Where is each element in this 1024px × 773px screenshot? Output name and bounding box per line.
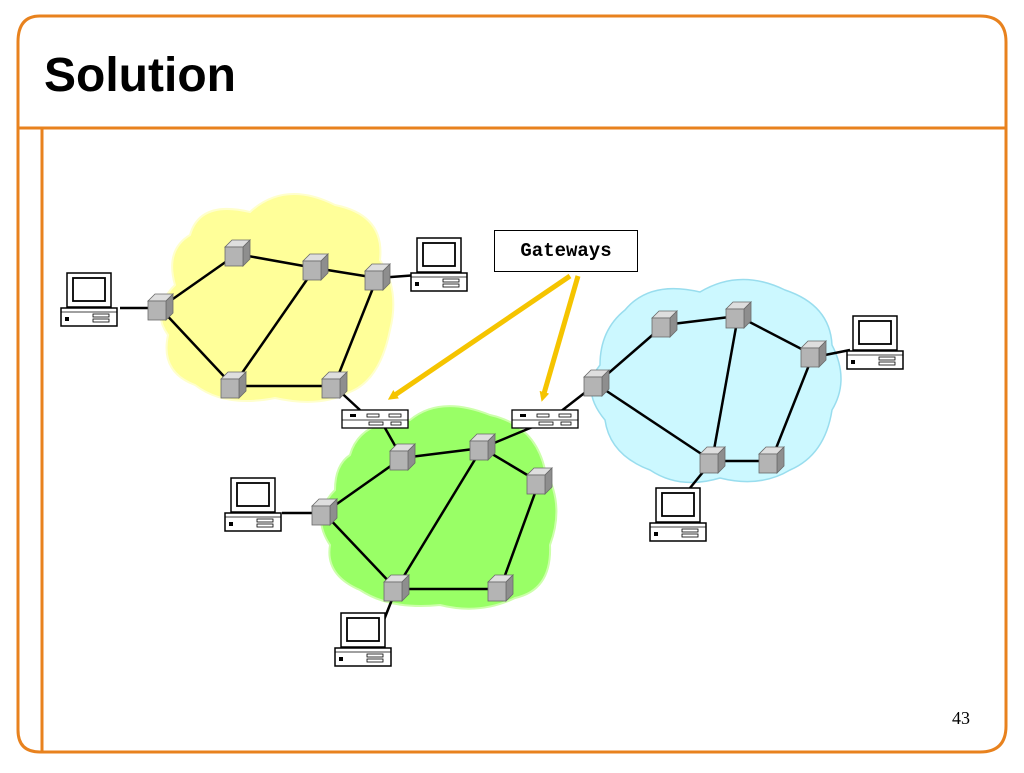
router-icon — [800, 340, 827, 368]
slide-frame — [16, 14, 1008, 754]
router-icon — [469, 433, 496, 461]
router-icon — [321, 371, 348, 399]
router-icon — [311, 498, 338, 526]
gateway-icon — [511, 409, 579, 429]
computer-icon — [410, 237, 468, 292]
computer-icon — [334, 612, 392, 667]
router-icon — [725, 301, 752, 329]
page-number: 43 — [952, 708, 970, 728]
router-icon — [758, 446, 785, 474]
router-icon — [487, 574, 514, 602]
router-icon — [302, 253, 329, 281]
router-icon — [383, 574, 410, 602]
slide-title: Solution — [44, 49, 236, 102]
computer-icon — [649, 487, 707, 542]
router-icon — [526, 467, 553, 495]
router-icon — [220, 371, 247, 399]
gateway-icon — [341, 409, 409, 429]
router-icon — [147, 293, 174, 321]
gateway-arrows — [387, 273, 581, 402]
router-icon — [583, 369, 610, 397]
arrow-icon — [539, 275, 581, 402]
green-network-cloud — [320, 405, 558, 610]
router-icon — [224, 239, 251, 267]
router-icon — [699, 446, 726, 474]
computer-icon — [846, 315, 904, 370]
router-icon — [389, 443, 416, 471]
arrow-icon — [387, 273, 572, 400]
gateways-callout: Gateways — [494, 230, 638, 272]
yellow-network-cloud — [159, 193, 395, 403]
computer-icon — [224, 477, 282, 532]
router-icon — [364, 263, 391, 291]
router-icon — [651, 310, 678, 338]
computer-icon — [60, 272, 118, 327]
